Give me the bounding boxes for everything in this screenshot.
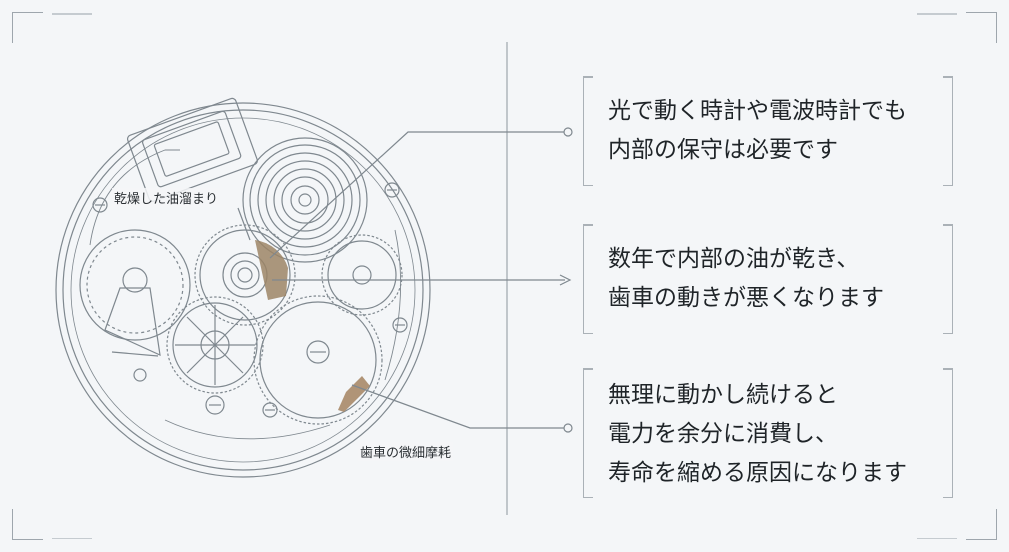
screws: [92, 182, 408, 418]
note-maintenance: 光で動く時計や電波時計でも 内部の保守は必要です: [583, 76, 953, 186]
coil-block: [126, 97, 258, 202]
note-2-line-1: 数年で内部の油が乾き、: [608, 246, 860, 272]
leader-line-note-3: [351, 384, 565, 429]
balance-spring: [242, 137, 368, 263]
note-3-line-1: 無理に動かし続けると: [608, 382, 838, 408]
frame-tick: [52, 537, 92, 539]
leader-line-oil-label: [237, 207, 251, 241]
frame-corner-top-left: [12, 12, 43, 43]
oil-pool-highlight: [255, 240, 288, 300]
oil-pool-label: 乾燥した油溜まり: [112, 188, 221, 207]
arrowhead: [559, 274, 572, 286]
frame-tick: [917, 13, 957, 15]
note-power-waste: 無理に動かし続けると 電力を余分に消費し、 寿命を縮める原因になります: [583, 368, 953, 498]
frame-corner-top-right: [966, 12, 997, 43]
note-1-line-1: 光で動く時計や電波時計でも: [608, 98, 907, 124]
gear-wear-highlight: [338, 376, 370, 412]
note-2-line-2: 歯車の動きが悪くなります: [608, 285, 884, 311]
note-3-line-2: 電力を余分に消費し、: [608, 421, 838, 447]
regulator-wheel: [79, 229, 191, 357]
frame-tick: [52, 13, 92, 15]
right-gear: [321, 234, 403, 316]
lower-left-gear: [166, 296, 264, 394]
note-3-line-3: 寿命を縮める原因になります: [608, 460, 907, 486]
note-oil-drying: 数年で内部の油が乾き、 歯車の動きが悪くなります: [583, 224, 953, 334]
lower-main-gear: [253, 295, 383, 425]
note-1-line-2: 内部の保守は必要です: [608, 137, 838, 163]
frame-corner-bottom-left: [12, 509, 43, 540]
leader-line-note-1: [269, 131, 565, 259]
frame-tick: [917, 537, 957, 539]
movement-outer-ring: [55, 102, 431, 478]
gear-wear-label: 歯車の微細摩耗: [358, 442, 454, 461]
frame-corner-bottom-right: [966, 509, 997, 540]
